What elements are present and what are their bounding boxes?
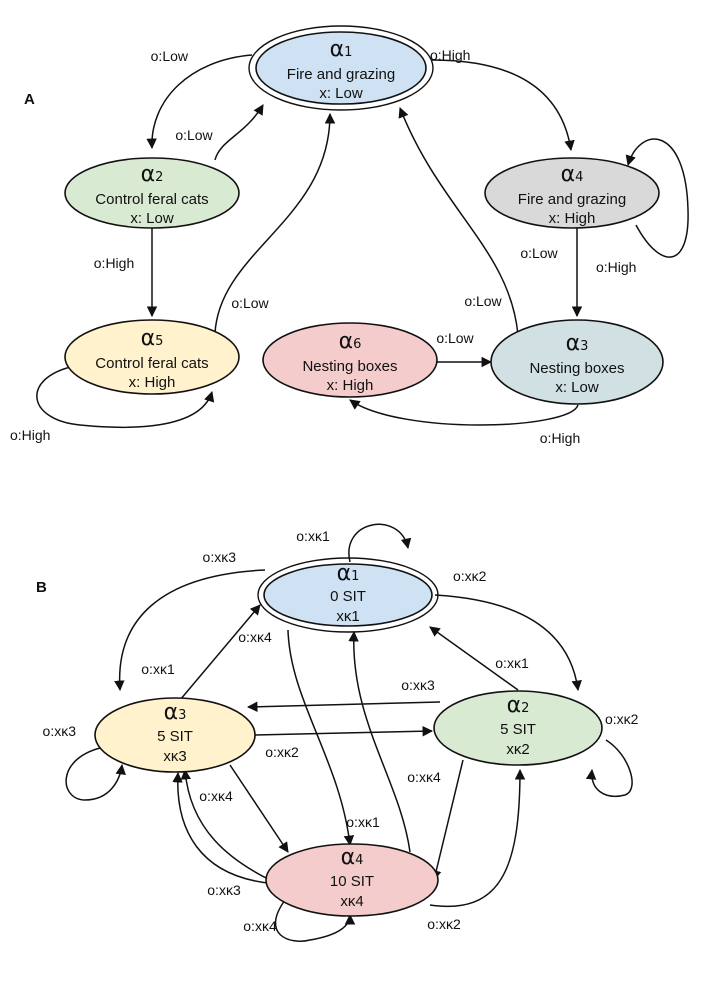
- edge-label-a5-a1: o:Low: [231, 295, 269, 311]
- node-a1-symbol: α1: [330, 37, 353, 62]
- node-a6-line1: Nesting boxes: [302, 358, 397, 375]
- node-a4-symbol: α4: [561, 162, 584, 187]
- edge-b1-b2: [434, 594, 582, 692]
- edge-a2-a1: [214, 104, 264, 161]
- node-b3: α3 5 SIT xκ3: [94, 697, 256, 773]
- node-b1: α1 0 SIT xκ1: [257, 557, 439, 633]
- node-a6-symbol: α6: [339, 329, 362, 354]
- edge-b1-b4: [287, 629, 355, 847]
- node-a3-symbol: α3: [566, 331, 589, 356]
- edge-b4-b3: [180, 768, 271, 881]
- edge-label-a4-self: o:High: [596, 259, 636, 275]
- edge-a3-a6: [349, 399, 579, 426]
- edge-label-b1-b3: o:xκ3: [203, 549, 237, 565]
- node-b3-line2: xκ3: [163, 748, 186, 765]
- node-a6: α6 Nesting boxes x: High: [262, 322, 438, 398]
- edge-label-a6-a3: o:Low: [436, 330, 474, 346]
- edge-label-a5-self: o:High: [10, 427, 50, 443]
- edge-b4-b3-lower: [172, 771, 269, 884]
- edge-b2-b3: [246, 701, 441, 713]
- edge-b2-b4: [431, 759, 464, 882]
- edge-label-b1-self: o:xκ1: [296, 528, 330, 544]
- node-a1: α1 Fire and grazing x: Low: [248, 25, 434, 111]
- node-a4-line2: x: High: [549, 210, 596, 227]
- edge-a5-self: [36, 364, 215, 429]
- edge-label-b2-b1: o:xκ1: [495, 655, 529, 671]
- node-a5: α5 Control feral cats x: High: [64, 319, 240, 395]
- node-b1-line1: 0 SIT: [330, 588, 366, 605]
- edge-label-a3-a1: o:Low: [464, 293, 502, 309]
- node-b4-line2: xκ4: [340, 893, 363, 910]
- node-b2: α2 5 SIT xκ2: [433, 690, 603, 766]
- edge-label-b4-b3-lower: o:xκ3: [207, 882, 241, 898]
- edge-a3-a1: [398, 107, 519, 336]
- edge-b1-self: [348, 523, 412, 563]
- edge-label-b4-self: o:xκ4: [243, 918, 277, 934]
- node-a3-line2: x: Low: [555, 379, 599, 396]
- node-a5-symbol: α5: [141, 326, 164, 351]
- node-b2-line2: xκ2: [506, 741, 529, 758]
- edge-label-b3-b2: o:xκ2: [265, 744, 299, 760]
- node-a5-line1: Control feral cats: [95, 355, 208, 372]
- node-a4: α4 Fire and grazing x: High: [484, 157, 660, 229]
- edge-label-b1-b2: o:xκ2: [453, 568, 487, 584]
- edge-b3-b4: [229, 764, 289, 853]
- edge-label-b1-b4: o:xκ1: [346, 814, 380, 830]
- edge-label-b4-b3: o:xκ1: [141, 661, 175, 677]
- edge-label-b2-b3: o:xκ3: [401, 677, 435, 693]
- edge-label-a2-a1: o:Low: [175, 127, 213, 143]
- node-b2-line1: 5 SIT: [500, 721, 536, 738]
- edge-label-a2-a5: o:High: [94, 255, 134, 271]
- node-a3: α3 Nesting boxes x: Low: [490, 319, 664, 405]
- edge-b4-self: [274, 899, 356, 942]
- edge-a1-a4: [431, 59, 575, 152]
- node-a2-symbol: α2: [141, 162, 164, 187]
- panel-a-label: A: [24, 91, 35, 108]
- edge-b3-b2: [254, 725, 434, 737]
- edge-label-b3-b4: o:xκ4: [199, 788, 233, 804]
- edge-a1-a2: [146, 54, 253, 150]
- node-a1-line2: x: Low: [319, 85, 363, 102]
- edge-label-b2-self: o:xκ2: [605, 711, 639, 727]
- edge-label-b2-b4: o:xκ4: [407, 769, 441, 785]
- edge-b3-b1: [179, 604, 261, 701]
- edge-a5-a1: [214, 112, 336, 334]
- node-a5-line2: x: High: [129, 374, 176, 391]
- edge-label-a1-a4: o:High: [430, 47, 470, 63]
- node-b3-symbol: α3: [164, 700, 187, 725]
- node-b4-line1: 10 SIT: [330, 873, 374, 890]
- edge-b2-b1: [429, 626, 519, 691]
- edge-b2-self: [585, 739, 633, 797]
- node-a2-line1: Control feral cats: [95, 191, 208, 208]
- panel-b-label: B: [36, 579, 47, 596]
- edge-label-a3-a6: o:High: [540, 430, 580, 446]
- node-a4-line1: Fire and grazing: [518, 191, 626, 208]
- node-a6-line2: x: High: [327, 377, 374, 394]
- edge-b1-b3: [114, 569, 266, 692]
- node-a2: α2 Control feral cats x: Low: [64, 157, 240, 229]
- node-a3-line1: Nesting boxes: [529, 360, 624, 377]
- node-b4-symbol: α4: [341, 845, 364, 870]
- edge-label-a4-a3: o:Low: [520, 245, 558, 261]
- edge-label-b4-b2: o:xκ2: [427, 916, 461, 932]
- node-b1-symbol: α1: [337, 561, 360, 586]
- node-a2-line2: x: Low: [130, 210, 174, 227]
- edge-label-a1-a2: o:Low: [151, 48, 189, 64]
- edge-b4-b2: [429, 768, 526, 908]
- edge-b3-self: [65, 747, 126, 801]
- edge-b4-b1: [348, 630, 411, 853]
- node-b1-line2: xκ1: [336, 608, 359, 625]
- edge-label-b3-self: o:xκ3: [43, 723, 77, 739]
- edge-a4-self: [625, 138, 689, 258]
- node-a1-line1: Fire and grazing: [287, 66, 395, 83]
- node-b4: α4 10 SIT xκ4: [265, 843, 439, 917]
- node-b3-line1: 5 SIT: [157, 728, 193, 745]
- edge-label-b3-b1: o:xκ4: [238, 629, 272, 645]
- node-b2-symbol: α2: [507, 693, 530, 718]
